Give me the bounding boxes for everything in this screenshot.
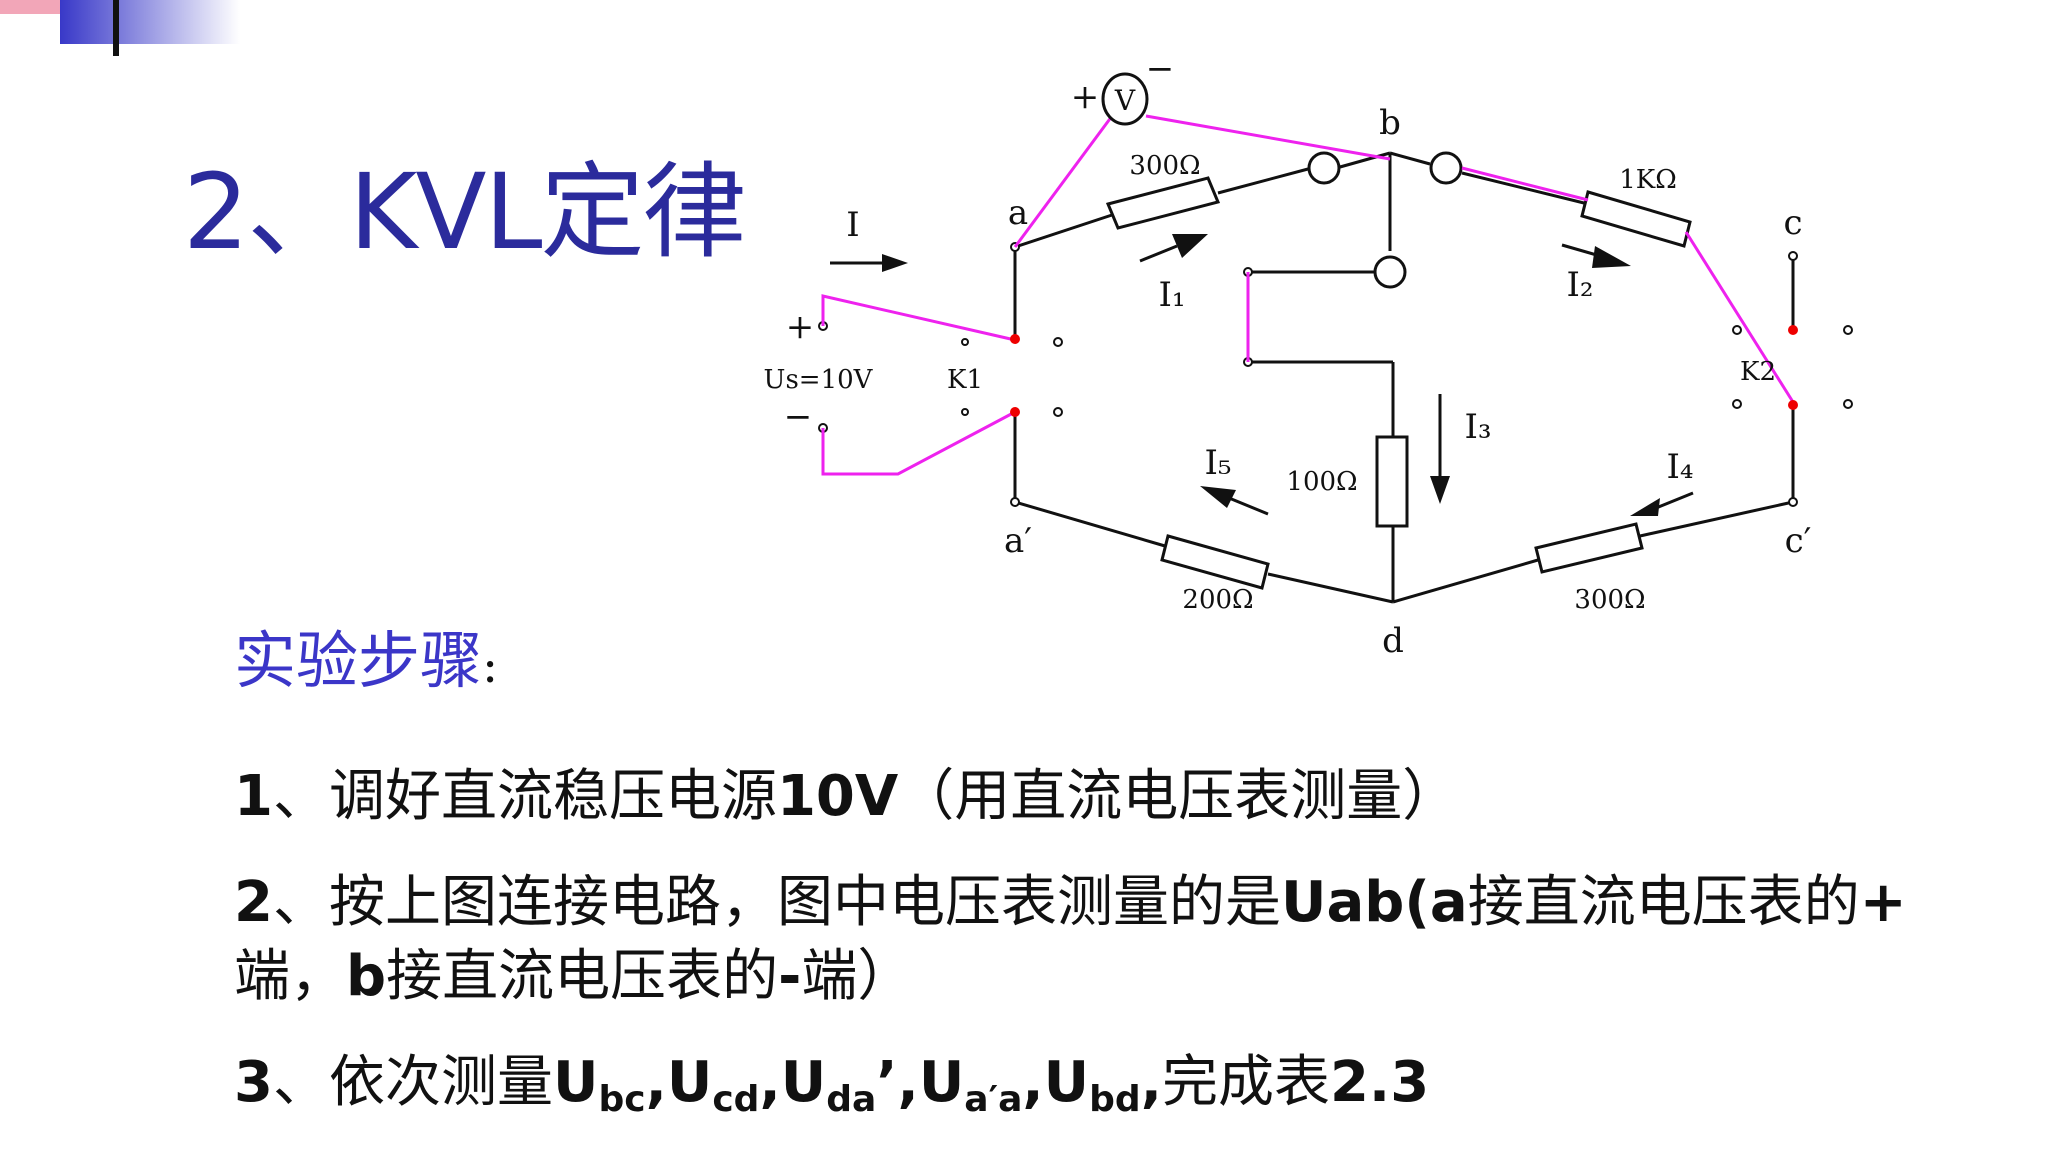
step-2-text-2: 接直流电压表的 (1467, 870, 1860, 935)
node-c-label: c (1783, 203, 1802, 243)
current-I4-label: I₄ (1666, 447, 1693, 487)
r-bd-value: 100Ω (1286, 467, 1357, 497)
current-I1-label: I₁ (1158, 275, 1185, 315)
step-2-text-3: 接直流电压表的 (386, 944, 779, 1009)
slide-title: 2、KVL定律 (183, 151, 746, 273)
circuit-wires (830, 151, 1795, 604)
step-3-u-bc-sub: bc (598, 1079, 646, 1120)
r-ab-value: 300Ω (1129, 151, 1200, 181)
resistor-200-ad (1160, 534, 1270, 590)
source-plus: + (786, 307, 815, 347)
step-2-b: b (346, 944, 387, 1009)
current-arrows (882, 234, 1660, 516)
step-3-prime-comma: ’, (876, 1050, 919, 1115)
node-a-prime-label: a′ (1004, 521, 1032, 561)
step-3-comma-4: , (1022, 1050, 1044, 1115)
node-a-label: a (1008, 193, 1028, 233)
step-2-number: 2 (234, 870, 273, 935)
step-3-u-da-sub: da (826, 1079, 877, 1120)
step-3-u-cd-sub: cd (712, 1079, 760, 1120)
step-3-u-aa: U (918, 1050, 965, 1115)
switch-contacts (1010, 325, 1798, 417)
voltmeter: V + − (1071, 56, 1175, 126)
step-3-number: 3 (234, 1050, 273, 1115)
step-1-note: （用直流电压表测量） (898, 764, 1459, 829)
node-d-label: d (1382, 621, 1404, 661)
step-3-u-da: U (780, 1050, 827, 1115)
step-3-comma-5: , (1140, 1050, 1162, 1115)
step-2-text-4: 端） (801, 944, 914, 1009)
voltmeter-plus: + (1071, 77, 1100, 117)
source-minus: − (784, 397, 813, 437)
source-polarity: + − (784, 307, 815, 437)
step-3-u-bd: U (1043, 1050, 1090, 1115)
resistor-100-bd (1375, 435, 1409, 528)
steps-heading-text: 实验步骤 (234, 624, 483, 697)
step-2-text: 、按上图连接电路，图中电压表测量的是 (272, 870, 1281, 935)
resistor-300-ab (1105, 176, 1221, 230)
current-I5-label: I₅ (1204, 443, 1231, 483)
step-3-u-bc: U (552, 1050, 599, 1115)
current-I3-label: I₃ (1464, 407, 1491, 447)
step-3-u-cd: U (666, 1050, 713, 1115)
switch-k1-label: K1 (947, 365, 983, 395)
resistors (1105, 176, 1692, 590)
step-2-uab: Uab(a (1280, 870, 1468, 935)
step-3-table-ref: 2.3 (1329, 1050, 1430, 1115)
r-bc-value: 1KΩ (1619, 165, 1677, 195)
step-2-plus: + (1859, 870, 1907, 935)
circuit-labels: b a c d a′ c′ I I₁ I₂ I₃ I₄ I₅ (846, 103, 1811, 661)
kvl-circuit-diagram: V + − b a c d a′ c′ I I₁ I₂ I₃ I₄ I₅ 300… (764, 56, 1853, 661)
step-3-text: 、依次测量 (272, 1050, 553, 1115)
step-3-u-aa-sub: a′a (964, 1079, 1023, 1120)
step-3-text-2: 完成表 (1161, 1050, 1330, 1115)
steps-heading: 实验步骤: (234, 630, 498, 692)
voltmeter-minus: − (1146, 56, 1175, 89)
step-1-voltage: 10V (776, 764, 899, 829)
step-2: 2、按上图连接电路，图中电压表测量的是Uab(a接直流电压表的+端，b接直流电压… (234, 866, 1907, 1014)
step-2-minus: - (778, 944, 802, 1009)
step-3-comma-1: , (645, 1050, 667, 1115)
voltmeter-label: V (1114, 84, 1136, 117)
step-3-comma-2: , (759, 1050, 781, 1115)
component-values: 300Ω 1KΩ 100Ω 200Ω 300Ω Us=10V K1 K2 (764, 151, 1776, 615)
resistor-300-cd (1534, 522, 1644, 574)
r-ad-value: 200Ω (1182, 585, 1253, 615)
current-I-label: I (846, 205, 859, 245)
step-1: 1、调好直流稳压电源10V（用直流电压表测量） (234, 760, 1458, 834)
node-b-label: b (1379, 103, 1401, 143)
current-I2-label: I₂ (1566, 265, 1593, 305)
step-1-number: 1 (234, 764, 273, 829)
step-1-text: 、调好直流稳压电源 (272, 764, 777, 829)
r-cd-value: 300Ω (1574, 585, 1645, 615)
node-c-prime-label: c′ (1785, 521, 1812, 561)
step-2-line2-text: 端， (234, 944, 346, 1009)
step-3: 3、依次测量Ubc,Ucd,Uda’,Ua′a,Ubd,完成表2.3 (234, 1046, 1429, 1137)
terminals (1307, 151, 1463, 289)
switch-k2-label: K2 (1740, 357, 1776, 387)
corner-decoration (0, 0, 240, 56)
probe-wires (821, 114, 1795, 476)
step-3-u-bd-sub: bd (1089, 1079, 1141, 1120)
source-label: Us=10V (764, 365, 874, 395)
steps-heading-colon: : (482, 638, 499, 694)
resistor-1k-bc (1580, 190, 1692, 248)
